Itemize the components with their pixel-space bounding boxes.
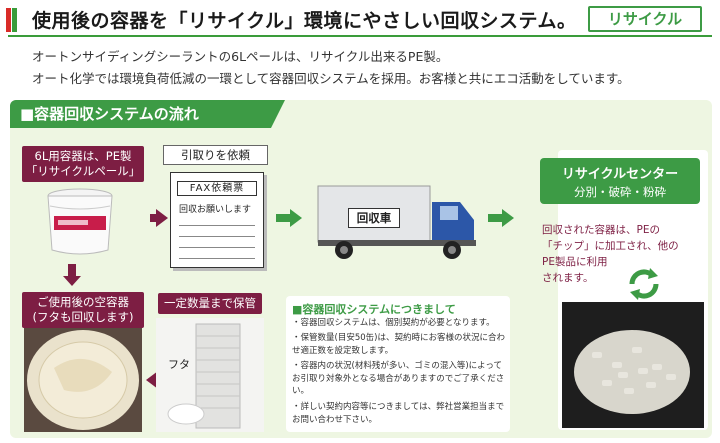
right-arrow bbox=[156, 209, 168, 227]
recycle-tag: リサイクル bbox=[588, 6, 702, 32]
fax-line bbox=[179, 247, 255, 248]
recycle-desc: 回収された容器は、PEの 「チップ」に加工され、他の PE製品に利用 されます。 bbox=[542, 222, 706, 286]
intro-line-1: オートンサイディングシーラントの6Lペールは、リサイクル出来るPE製。 bbox=[32, 49, 449, 64]
right-arrow-shaft bbox=[276, 214, 290, 222]
notes-box bbox=[286, 296, 510, 432]
recycle-center-subtitle: 分別・破砕・粉砕 bbox=[574, 185, 666, 199]
fax-line bbox=[179, 258, 255, 259]
step6-label: 一定数量まで保管 bbox=[158, 293, 262, 314]
lid-label: フタ bbox=[168, 358, 190, 371]
right-arrow bbox=[502, 209, 514, 227]
header-accent-green bbox=[12, 8, 17, 32]
step1-label: 6L用容器は、PE製 「リサイクルペール」 bbox=[22, 146, 144, 182]
recycle-desc-line: されます。 bbox=[542, 272, 594, 284]
header-divider bbox=[8, 35, 712, 37]
fax-line bbox=[179, 225, 255, 226]
recycle-center-header: リサイクルセンター 分別・破砕・粉砕 bbox=[540, 158, 700, 204]
fax-line bbox=[179, 236, 255, 237]
note-item: ・容器回収システムは、個別契約が必要となります。 bbox=[292, 318, 495, 328]
fax-text: 回収お願いします bbox=[179, 205, 252, 215]
step1-label-line1: 6L用容器は、PE製 bbox=[34, 149, 132, 163]
down-arrow bbox=[63, 276, 81, 286]
fax-title: FAX依頼票 bbox=[177, 181, 257, 196]
stacked-pails-image bbox=[156, 318, 264, 432]
step5-label-line2: (フタも回収します) bbox=[32, 310, 134, 324]
header-accent-red bbox=[6, 8, 11, 32]
note-item: ・容器内の状況(材料残が多い、ゴミの混入等)によってお引取り対象外となる場合があ… bbox=[292, 361, 505, 396]
recycle-icon bbox=[623, 263, 665, 305]
truck-label: 回収車 bbox=[348, 208, 400, 228]
pe-chips-image bbox=[562, 302, 704, 428]
note-item: ・詳しい契約内容等につきましては、弊社営業担当までお問い合わせ下さい。 bbox=[292, 402, 505, 425]
fax-form: FAX依頼票 回収お願いします bbox=[170, 172, 264, 268]
intro-line-2: オート化学では環境負荷低減の一環として容器回収システムを採用。お客様と共にエコ活… bbox=[32, 71, 630, 86]
note-item: ・保管数量(目安50缶)は、契約時にお客様の状況に合わせ適正数を設定致します。 bbox=[292, 333, 505, 356]
recycle-desc-line: 「チップ」に加工され、他の bbox=[542, 240, 679, 252]
recycle-center-title: リサイクルセンター bbox=[561, 167, 679, 182]
right-arrow bbox=[290, 209, 302, 227]
step1-label-line2: 「リサイクルペール」 bbox=[25, 164, 141, 178]
notes-title: ■容器回収システムにつきまして bbox=[292, 303, 456, 316]
step5-label-line1: ご使用後の空容器 bbox=[37, 295, 129, 309]
recycle-desc-line: PE製品に利用 bbox=[542, 256, 608, 268]
used-container-image bbox=[24, 328, 142, 432]
right-arrow-shaft bbox=[488, 214, 502, 222]
step2-label: 引取りを依頼 bbox=[163, 145, 268, 165]
pail-image bbox=[47, 188, 113, 255]
right-arrow-shaft bbox=[150, 214, 158, 222]
recycle-desc-line: 回収された容器は、PEの bbox=[542, 224, 660, 236]
section-title: ■容器回収システムの流れ bbox=[10, 100, 285, 128]
step5-label: ご使用後の空容器 (フタも回収します) bbox=[22, 292, 144, 328]
down-arrow-shaft bbox=[68, 264, 76, 276]
page-title: 使用後の容器を「リサイクル」環境にやさしい回収システム。 bbox=[32, 10, 577, 32]
